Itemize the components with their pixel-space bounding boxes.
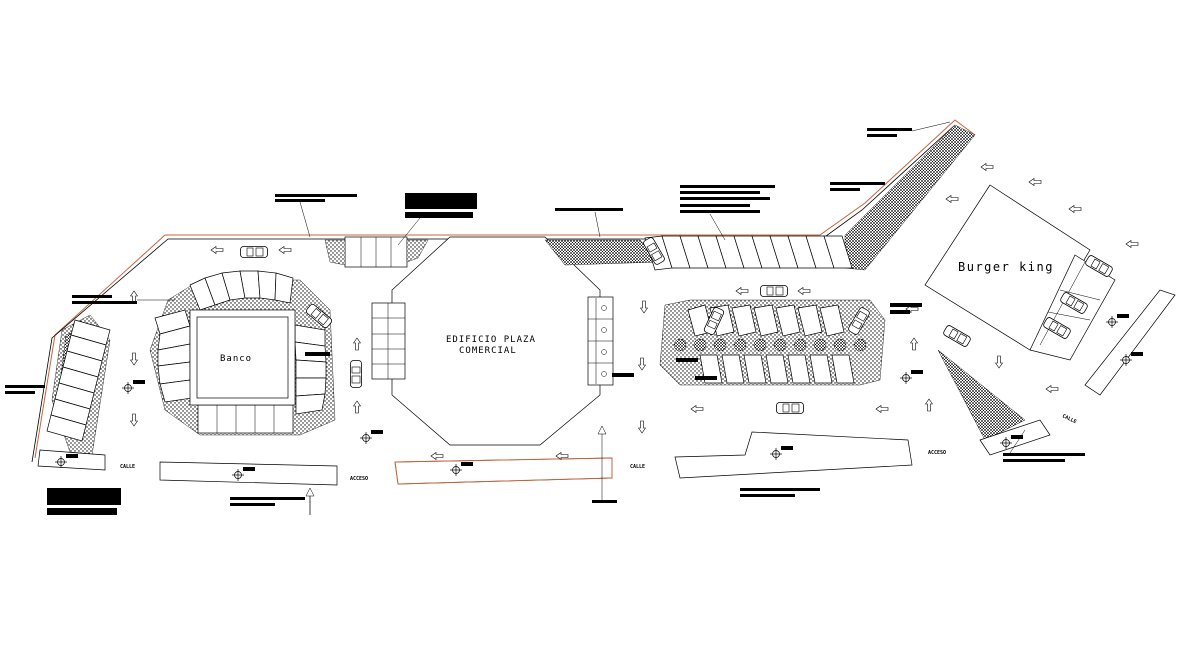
central-island (659, 299, 886, 386)
burger-king-label: Burger king (958, 260, 1054, 274)
plaza-building (324, 236, 614, 446)
bank-block (149, 270, 336, 436)
left-parking-stalls (37, 319, 111, 471)
street-label-3: CALLE (1061, 413, 1077, 425)
annotation-notes (5, 121, 1085, 515)
bank-label: Banco (220, 354, 252, 364)
access-label-1: ACCESO (350, 476, 368, 482)
street-label-2: CALLE (630, 464, 645, 470)
street-label-1: CALLE (120, 464, 135, 470)
frontage-sidewalks (159, 431, 913, 486)
top-parking-row (644, 235, 853, 271)
access-label-2: ACCESO (928, 450, 946, 456)
plaza-label-line2: COMERCIAL (459, 346, 517, 356)
plaza-label-line1: EDIFICIO PLAZA (446, 335, 536, 345)
